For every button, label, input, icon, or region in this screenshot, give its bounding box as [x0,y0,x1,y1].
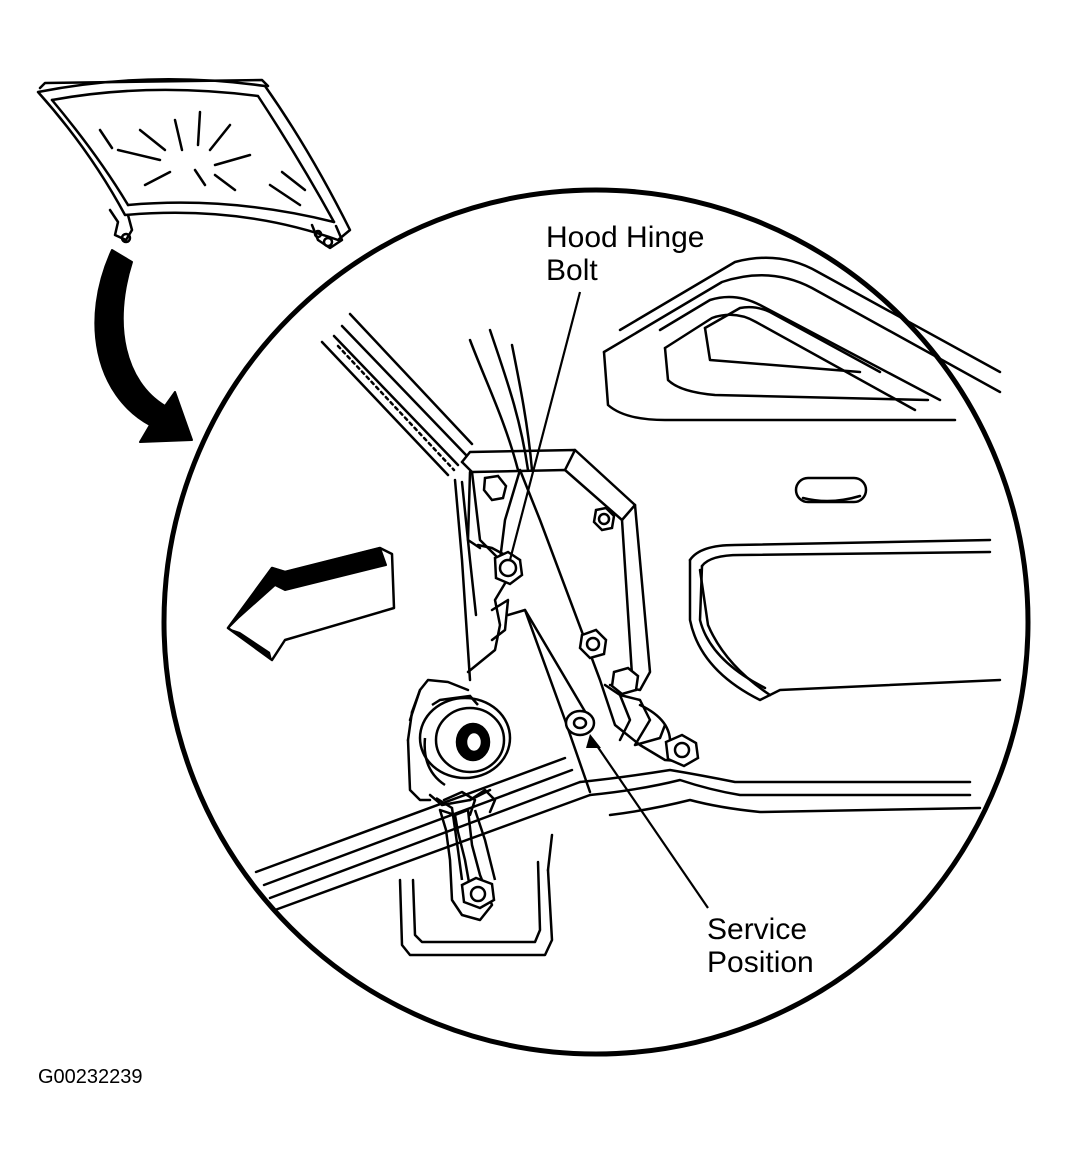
service-position-label-line1: Service [707,913,808,946]
bracket-bolt-lower [580,630,606,658]
hood-hinge-bolt-label-line1: Hood Hinge [546,221,705,254]
detail-magnifier-circle [164,190,1028,1054]
leader-lines [510,292,708,908]
service-position-hole [566,711,594,735]
leader-hood-hinge-bolt [510,292,580,560]
bracket-bolt-upper [594,508,614,530]
service-position-label-line2: Position [707,946,814,979]
hinge-detail-drawing [256,258,1000,955]
lower-arm-link [436,798,495,880]
direction-arrow-icon [228,548,394,660]
curved-arrow-icon [95,250,192,442]
hinge-pivot-cylinder [420,696,510,785]
strut-nut [666,735,698,766]
hood-hinge-bolt [495,552,522,584]
bracket-bolt-right [612,668,638,694]
bracket-bolt-left [484,476,506,500]
figure-id: G00232239 [38,1066,143,1088]
hood-hinge-bolt-label-line2: Bolt [546,254,598,287]
lower-arm-nut [462,878,494,908]
hinge-bolts [462,476,698,908]
arrowhead-service-position [586,734,601,748]
leader-service-position [593,740,708,908]
hood-overview-illustration [38,79,350,248]
